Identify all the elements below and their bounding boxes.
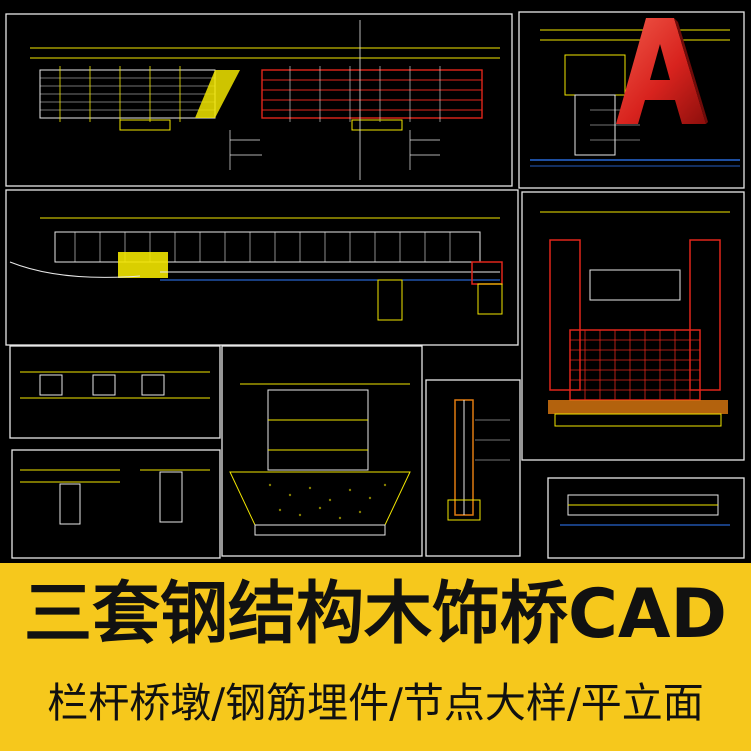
panel-embed-plan: [9, 345, 221, 439]
cad-drawing-collage: [5, 11, 745, 559]
autocad-logo-icon: [616, 12, 708, 132]
panel-pier-section: [518, 11, 745, 189]
banner-subtitle: 栏杆桥墩/钢筋埋件/节点大样/平立面: [47, 679, 704, 727]
panel-plan-view: [5, 13, 513, 187]
cad-drawing-canvas: [5, 11, 745, 559]
node-detail-drawing: [20, 469, 210, 525]
panel-node-detail: [11, 449, 221, 559]
panel-rebar-detail: [547, 477, 745, 559]
banner-title: 三套钢结构木饰桥CAD: [24, 575, 727, 654]
plan-drawing: [30, 20, 500, 180]
elevation-drawing: [9, 217, 503, 321]
abutment-drawing: [540, 211, 730, 427]
panel-abutment-section: [521, 191, 745, 461]
rebar-detail-drawing: [560, 494, 730, 526]
pier-section-drawing: [530, 29, 740, 167]
embed-plan-drawing: [20, 371, 210, 399]
panel-foundation-section: [221, 345, 423, 557]
foundation-drawing: [229, 383, 411, 536]
panel-column-detail: [425, 379, 521, 557]
column-detail-drawing: [447, 399, 510, 521]
promo-banner: 三套钢结构木饰桥CAD 栏杆桥墩/钢筋埋件/节点大样/平立面: [0, 563, 751, 751]
panel-elevation-view: [5, 189, 519, 346]
